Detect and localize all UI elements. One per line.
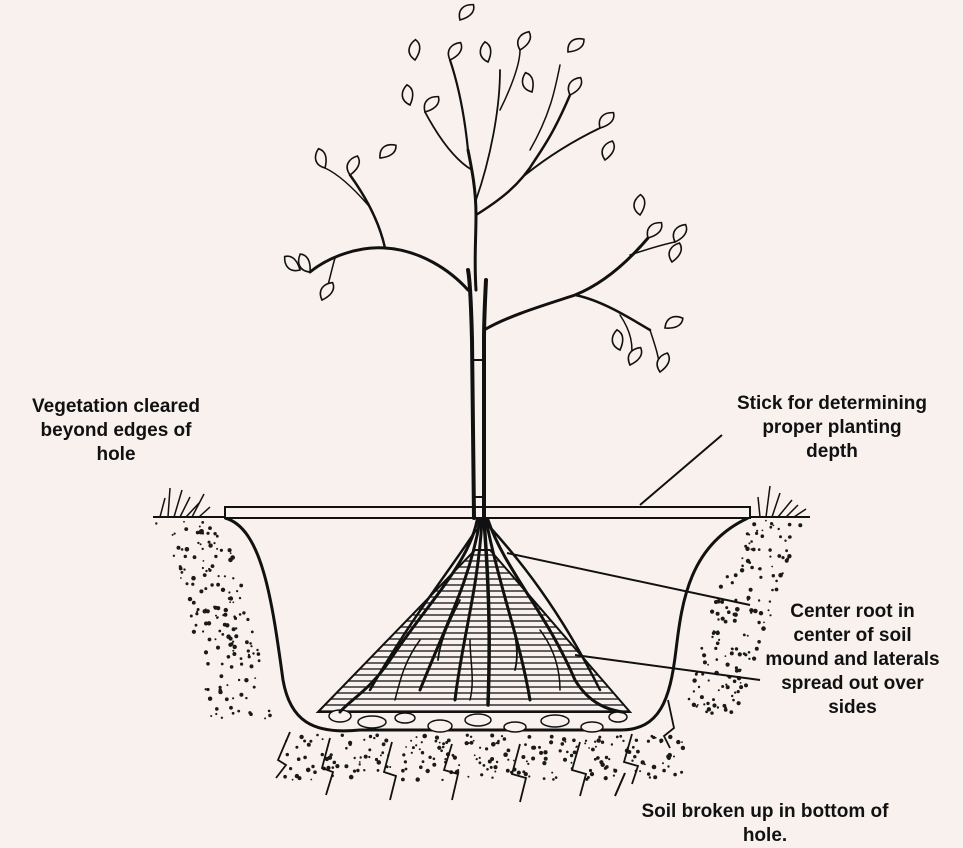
label-center-root: Center root in center of soil mound and …: [742, 600, 963, 720]
label-line: proper planting: [698, 416, 963, 440]
label-line: Vegetation cleared: [0, 395, 232, 419]
label-line: depth: [698, 440, 963, 464]
label-line: hole: [0, 443, 232, 467]
label-stick-planting-depth: Stick for determining proper planting de…: [698, 392, 963, 464]
label-line: Center root in: [742, 600, 963, 624]
label-line: Stick for determining: [698, 392, 963, 416]
label-line: spread out over: [742, 672, 963, 696]
label-line: hole.: [600, 824, 930, 848]
tree-trunk-and-branches: [310, 50, 675, 518]
label-vegetation-cleared: Vegetation cleared beyond edges of hole: [0, 395, 232, 467]
label-line: mound and laterals: [742, 648, 963, 672]
label-soil-broken-up: Soil broken up in bottom of hole.: [600, 800, 930, 848]
planting-depth-stick: [225, 507, 750, 518]
label-line: Soil broken up in bottom of: [600, 800, 930, 824]
label-line: sides: [742, 696, 963, 720]
label-line: beyond edges of: [0, 419, 232, 443]
label-line: center of soil: [742, 624, 963, 648]
